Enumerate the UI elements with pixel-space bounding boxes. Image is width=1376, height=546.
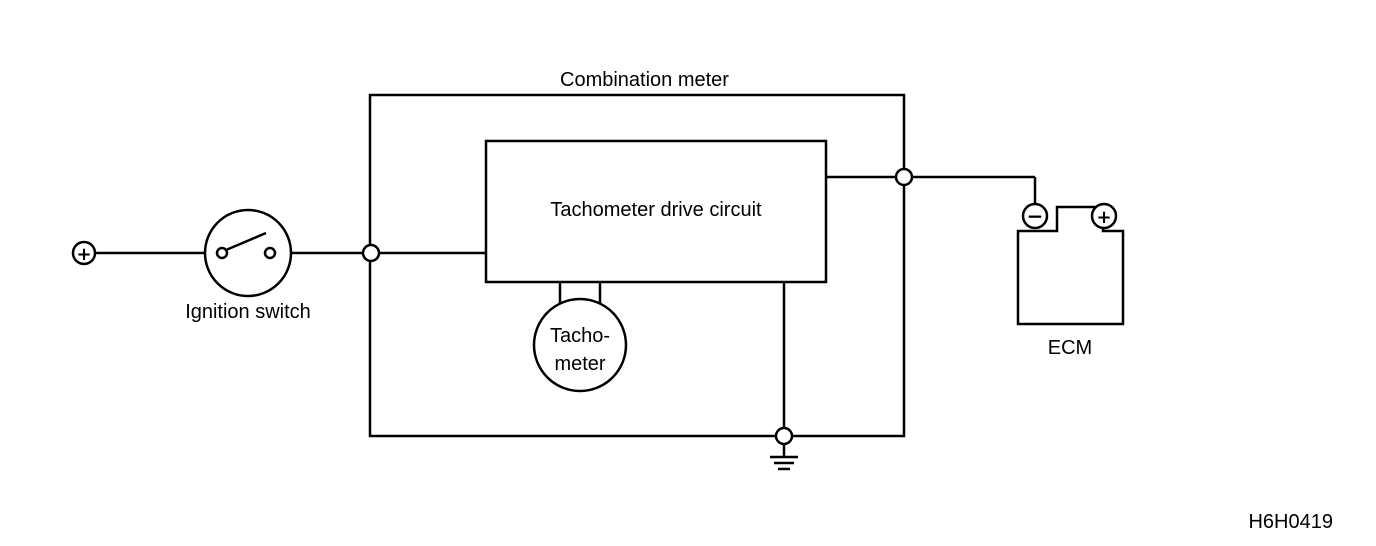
ignition-switch [203, 208, 293, 298]
battery-positive-symbol: + [76, 244, 91, 265]
ecm-positive-terminal [1090, 202, 1118, 230]
ecm-positive-symbol: + [1096, 207, 1111, 228]
ecm-negative-symbol: − [1027, 204, 1044, 228]
ecm-unit [1016, 205, 1125, 326]
ecm-negative-terminal [1021, 202, 1049, 230]
output-junction-node [894, 167, 914, 187]
input-junction-node [361, 243, 381, 263]
ground-junction-node [774, 426, 794, 446]
combination-meter-label: Combination meter [560, 69, 729, 91]
ecm-label: ECM [1048, 337, 1092, 359]
tachometer-drive-circuit-label: Tachometer drive circuit [550, 199, 762, 221]
tachometer-gauge [532, 297, 628, 393]
tachometer-label-line2: meter [554, 353, 605, 375]
ground-symbol [770, 444, 798, 471]
tachometer-drive-circuit-box [484, 139, 828, 284]
tachometer-label-line1: Tacho- [550, 325, 610, 347]
ignition-switch-label: Ignition switch [185, 301, 311, 323]
combination-meter-enclosure [368, 93, 906, 438]
figure-code: H6H0419 [1248, 511, 1333, 533]
